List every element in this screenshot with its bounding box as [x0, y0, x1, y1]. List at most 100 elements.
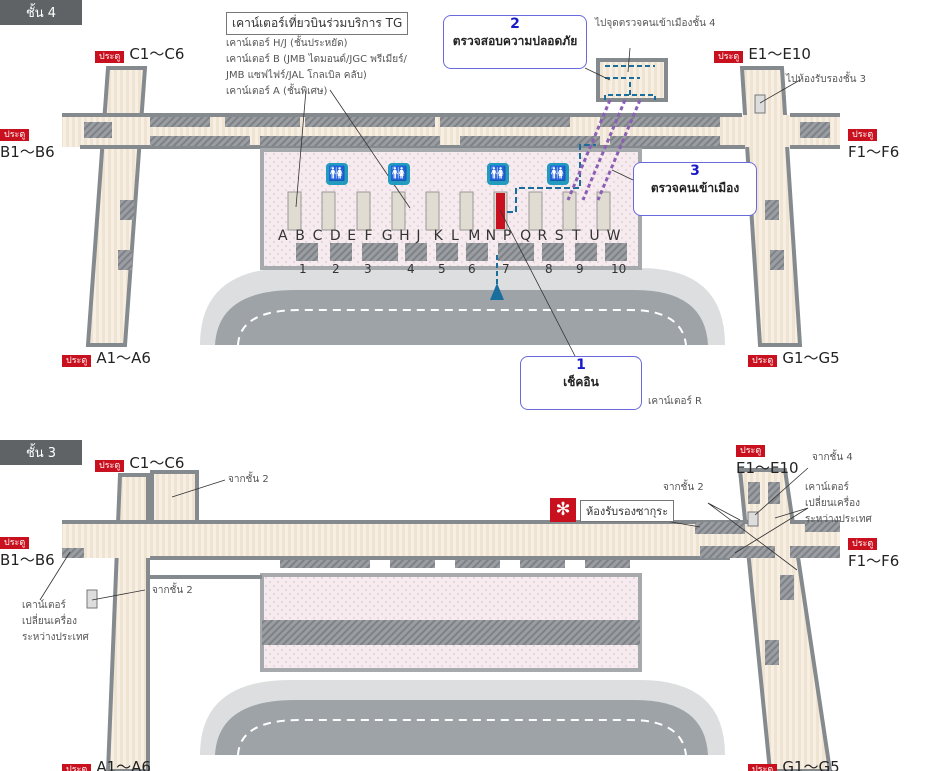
gate-a-floor3[interactable]: ประตู A1～A6: [62, 756, 151, 771]
counter-letter: N: [485, 228, 497, 244]
counter-letter: E: [347, 228, 357, 244]
gate-e-floor4[interactable]: ประตู E1～E10: [714, 43, 811, 64]
callout-number: 1: [576, 357, 586, 373]
transfer-counter-note-left: เคาน์เตอร์เปลี่ยนเครื่องระหว่างประเทศ: [22, 600, 89, 643]
counter-letter: M: [468, 228, 481, 244]
gate-label: C1～C6: [129, 45, 185, 63]
door-number: 7: [502, 262, 510, 276]
floor3-plan: [39, 467, 840, 771]
floor4-plan: [62, 47, 840, 357]
door-number: 4: [407, 262, 415, 276]
tg-line: เคาน์เตอร์ H/J (ชั้นประหยัด): [226, 38, 348, 49]
gate-label: F1～F6: [848, 552, 900, 570]
entrance-arrow: [490, 283, 504, 300]
from-floor2-note: จากชั้น 2: [663, 482, 704, 493]
counter-letter: G: [381, 228, 393, 244]
gate-c-floor4[interactable]: ประตู C1～C6: [95, 43, 184, 64]
door-number: 3: [364, 262, 372, 276]
gate-label: B1～B6: [0, 551, 55, 569]
tg-counter-title: เคาน์เตอร์เที่ยวบินร่วมบริการ TG: [226, 12, 409, 35]
gate-a-floor4[interactable]: ประตู A1～A6: [62, 347, 151, 368]
gate-e-floor3[interactable]: ประตู E1～E10: [736, 438, 799, 478]
counter-letter: L: [450, 228, 459, 244]
counter-letter: R: [537, 228, 548, 244]
gate-label: A1～A6: [96, 349, 151, 367]
tg-counter-list: เคาน์เตอร์ H/J (ชั้นประหยัด) เคาน์เตอร์ …: [226, 36, 407, 100]
floor3-tag: ชั้น 3: [0, 440, 82, 465]
callout-number: 2: [510, 16, 520, 32]
gate-badge: ประตู: [0, 537, 30, 549]
tg-line: JMB แซฟไฟร์/JAL โกลเบิล คลับ): [226, 70, 367, 81]
gate-badge: ประตู: [748, 764, 778, 771]
transfer-counter-note-right: เคาน์เตอร์เปลี่ยนเครื่องระหว่างประเทศ: [805, 482, 872, 525]
door-number: 5: [438, 262, 446, 276]
counter-letter: K: [433, 228, 443, 244]
gate-label: C1～C6: [129, 454, 185, 472]
door-number: 9: [576, 262, 584, 276]
counter-letter: A: [278, 228, 288, 244]
callout-checkin: 1 เช็คอิน: [520, 356, 642, 410]
gate-b-floor4[interactable]: ประตู B1～B6: [0, 122, 55, 162]
gate-f-floor3[interactable]: ประตู F1～F6: [848, 531, 899, 571]
door-number: 10: [611, 262, 627, 276]
gate-label: E1～E10: [748, 45, 811, 63]
from-floor2-note: จากชั้น 2: [228, 474, 269, 485]
gate-badge: ประตู: [748, 355, 778, 367]
door-number: 2: [332, 262, 340, 276]
counter-letter: D: [329, 228, 341, 244]
counter-letter: P: [502, 228, 512, 244]
restroom-icon: 🚻: [547, 163, 569, 185]
counter-letter: Q: [520, 228, 532, 244]
restroom-icon: 🚻: [388, 163, 410, 185]
tg-line: เคาน์เตอร์ B (JMB ไดมอนด์/JGC พรีเมียร์/: [226, 54, 407, 65]
door-number: 8: [545, 262, 553, 276]
sakura-lounge-icon: ✻: [550, 498, 576, 522]
gate-badge: ประตู: [62, 355, 92, 367]
door-number: 6: [468, 262, 476, 276]
road: [215, 290, 708, 345]
gate-g-floor3[interactable]: ประตู G1～G5: [748, 756, 840, 771]
pier-left: [85, 66, 148, 347]
counter-letter: F: [364, 228, 373, 244]
counter-letter: U: [589, 228, 600, 244]
counter-letter: H: [399, 228, 410, 244]
gate-label: E1～E10: [736, 459, 799, 477]
gate-badge: ประตู: [0, 129, 30, 141]
restroom-icon: 🚻: [326, 163, 348, 185]
floor4-tag: ชั้น 4: [0, 0, 82, 25]
gate-badge: ประตู: [62, 764, 92, 771]
gate-f-floor4[interactable]: ประตู F1～F6: [848, 122, 899, 162]
counter-letter: J: [416, 228, 421, 244]
callout-label: เช็คอิน: [563, 375, 599, 389]
gate-badge: ประตู: [848, 129, 878, 141]
callout-number: 3: [690, 163, 700, 179]
gate-c-floor3[interactable]: ประตู C1～C6: [95, 452, 184, 473]
tg-line: เคาน์เตอร์ A (ชั้นพิเศษ): [226, 86, 328, 97]
counter-letter: B: [295, 228, 305, 244]
to-lounge-note: ไปห้องรับรองชั้น 3: [786, 74, 866, 85]
from-floor2-note: จากชั้น 2: [152, 585, 193, 596]
gate-g-floor4[interactable]: ประตู G1～G5: [748, 347, 840, 368]
gate-badge: ประตู: [95, 460, 125, 472]
sakura-lounge-label: ห้องรับรองซากุระ: [580, 500, 675, 522]
counter-r-note: เคาน์เตอร์ R: [648, 396, 702, 407]
gate-badge: ประตู: [95, 51, 125, 63]
counter-letter: W: [606, 228, 621, 244]
gate-label: F1～F6: [848, 143, 900, 161]
gate-badge: ประตู: [714, 51, 744, 63]
gate-b-floor3[interactable]: ประตู B1～B6: [0, 530, 55, 570]
restroom-icon: 🚻: [487, 163, 509, 185]
from-floor4-note: จากชั้น 4: [812, 452, 853, 463]
gate-badge: ประตู: [736, 445, 766, 457]
route-to-security: [507, 144, 596, 213]
gate-label: G1～G5: [782, 349, 840, 367]
gate-label: B1～B6: [0, 143, 55, 161]
to-immigration-note: ไปจุดตรวจคนเข้าเมืองชั้น 4: [595, 18, 716, 29]
gate-badge: ประตู: [848, 538, 878, 550]
door-number: 1: [299, 262, 307, 276]
